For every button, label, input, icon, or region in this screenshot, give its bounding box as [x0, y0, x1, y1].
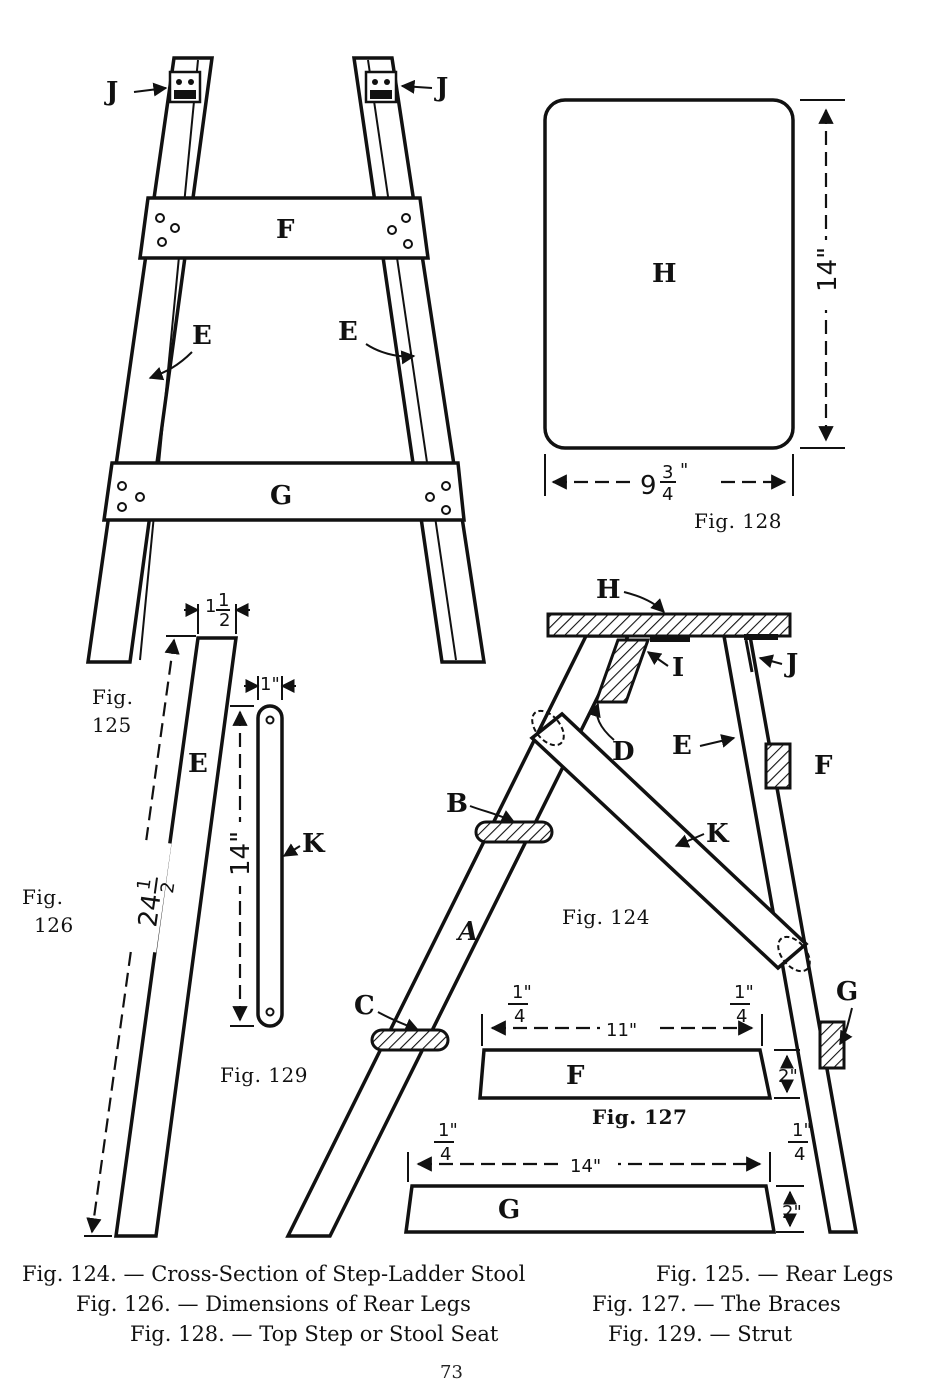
fig-126-number: 126	[34, 913, 74, 937]
step-b	[474, 820, 554, 844]
hinge-i	[650, 636, 690, 642]
fig-126-leg: E 1 1 2 24 1 2 Fig. 126	[22, 590, 250, 1238]
label-j-section: J	[784, 649, 798, 679]
hinge-left	[168, 70, 202, 104]
fig-124-label: Fig. 124	[562, 905, 650, 929]
label-e-right: E	[338, 317, 358, 347]
step-c	[370, 1028, 450, 1052]
label-e-left: E	[192, 321, 212, 351]
brace-f-section	[764, 742, 792, 790]
rear-leg-right	[351, 56, 487, 664]
brace-f-quarter-num-r: 1"	[734, 982, 754, 1003]
label-j-right: J	[434, 73, 448, 103]
caption-fig-125: Fig. 125. — Rear Legs	[656, 1262, 894, 1286]
caption-fig-129: Fig. 129. — Strut	[608, 1322, 793, 1346]
label-c: C	[354, 991, 375, 1021]
seat-width-unit: "	[680, 460, 688, 481]
strut-k	[529, 711, 809, 971]
cleat-d	[593, 638, 651, 704]
label-g-brace: G	[498, 1195, 520, 1225]
brace-g-height-dim: 2"	[782, 1202, 802, 1223]
page-number: 73	[440, 1362, 463, 1383]
label-d: D	[612, 737, 635, 767]
label-a: A	[455, 917, 478, 947]
label-k-section: K	[706, 819, 730, 849]
seat-width-den: 4	[662, 484, 673, 505]
caption-fig-126: Fig. 126. — Dimensions of Rear Legs	[76, 1292, 471, 1316]
hinge-j	[744, 634, 778, 640]
brace-f-quarter-den-l: 4	[514, 1006, 525, 1027]
brace-g-quarter-num-r: 1"	[792, 1120, 812, 1141]
brace-g-board	[101, 461, 466, 522]
brace-g-quarter-den-r: 4	[794, 1144, 805, 1165]
label-e-leg: E	[188, 749, 208, 779]
fig-127-braces: F 11" 1" 4 1" 4 2" Fig. 127 G 14" 1" 4 1…	[404, 982, 812, 1234]
seat-width-num: 3	[662, 462, 673, 483]
fig-125-rear-legs: J J F G E E Fig. 125	[85, 56, 487, 737]
hinge-right	[364, 70, 398, 104]
brace-g-length-dim: 14"	[570, 1156, 601, 1177]
caption-fig-124: Fig. 124. — Cross-Section of Step-Ladder…	[22, 1262, 526, 1286]
fig-129-label: Fig. 129	[220, 1063, 308, 1087]
fig-126-label: Fig.	[22, 885, 63, 909]
seat-h-section	[546, 612, 792, 638]
strut-width-dim: 1"	[260, 674, 280, 695]
brace-f-length-dim: 11"	[606, 1020, 637, 1041]
strut-length-dim: 14"	[226, 831, 256, 876]
brace-g-section	[818, 1020, 846, 1070]
strut-k-board	[256, 704, 284, 1028]
seat-board	[543, 98, 795, 450]
leg-length-den: 2	[157, 880, 179, 894]
leg-width-num: 1	[218, 590, 229, 611]
leg-length-whole: 24	[133, 892, 167, 929]
fig-124-cross-section: H I J D E F B K A Fig. 124 C G	[285, 575, 858, 1238]
fig-127-label: Fig. 127	[592, 1105, 687, 1129]
label-g-section: G	[836, 977, 858, 1007]
label-h-seat: H	[652, 259, 677, 289]
label-g: G	[270, 481, 292, 511]
label-b: B	[446, 789, 468, 819]
label-h-section: H	[596, 575, 621, 605]
brace-f-height-dim: 2"	[778, 1066, 798, 1087]
label-e-section: E	[672, 731, 692, 761]
leg-length-num: 1	[133, 877, 155, 891]
seat-height-dim: 14"	[813, 247, 843, 292]
brace-f-board	[138, 196, 430, 260]
caption-fig-128: Fig. 128. — Top Step or Stool Seat	[130, 1322, 499, 1346]
label-f-brace: F	[566, 1061, 585, 1091]
leg-width-den: 2	[219, 610, 230, 631]
fig-125-number: 125	[92, 713, 132, 737]
fig-125-label: Fig.	[92, 685, 133, 709]
label-f: F	[276, 215, 295, 245]
seat-width-whole: 9	[640, 471, 657, 501]
brace-g-quarter-den-l: 4	[440, 1144, 451, 1165]
brace-f-profile	[478, 1048, 773, 1100]
fig-128-label: Fig. 128	[694, 509, 782, 533]
fig-129-strut: 1" 14" K Fig. 129	[220, 674, 326, 1087]
brace-g-profile	[404, 1184, 777, 1234]
caption-fig-127: Fig. 127. — The Braces	[592, 1292, 841, 1316]
leg-width-whole: 1	[205, 596, 216, 617]
label-k-strut: K	[302, 829, 326, 859]
rear-leg-left	[85, 56, 215, 664]
label-f-section: F	[814, 751, 833, 781]
label-i: I	[672, 653, 684, 683]
brace-g-quarter-num-l: 1"	[438, 1120, 458, 1141]
brace-f-quarter-den-r: 4	[736, 1006, 747, 1027]
label-j-left: J	[104, 77, 118, 107]
fig-128-seat: H 14" 9 3 4 " Fig. 128	[543, 98, 845, 533]
brace-f-quarter-num-l: 1"	[512, 982, 532, 1003]
